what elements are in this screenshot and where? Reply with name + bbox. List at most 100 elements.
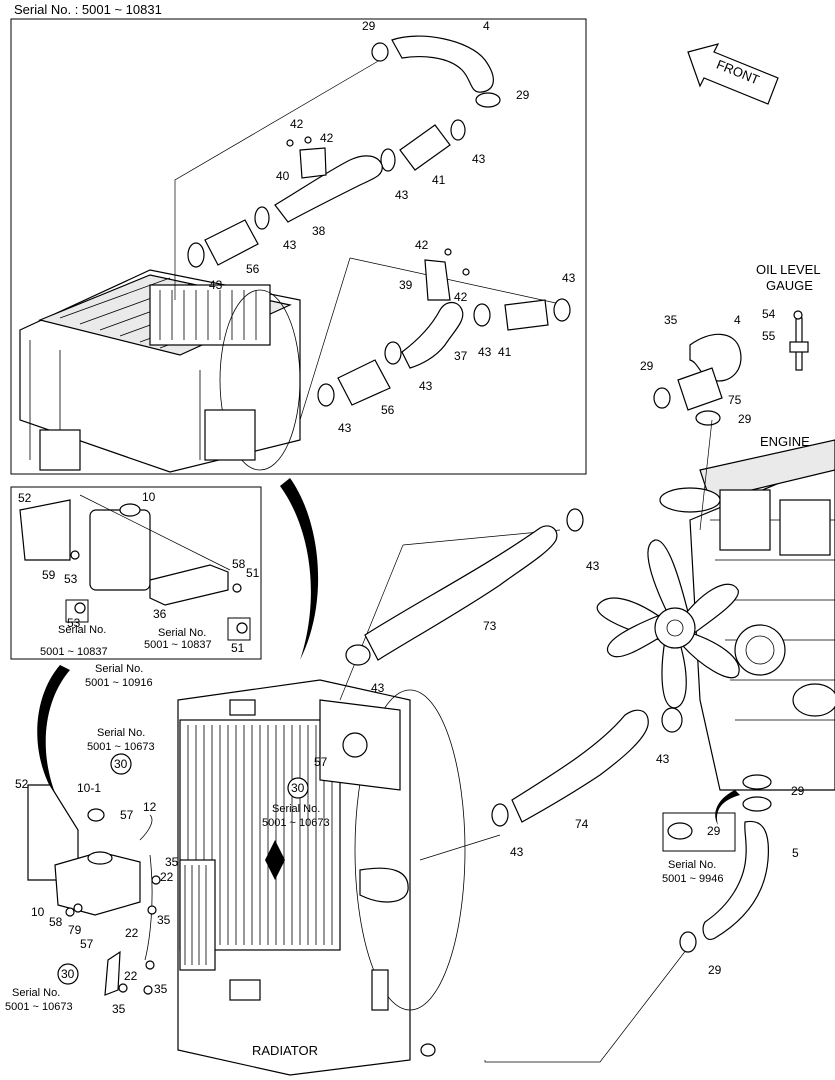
- serial-right-29-1: Serial No.: [668, 859, 716, 871]
- swoop-arrow-left: [37, 665, 70, 800]
- clamp-43-hose74-bottom: [491, 803, 509, 827]
- clamp-29-right: [475, 92, 501, 108]
- leader-top-b: [299, 257, 566, 421]
- part-label-p79: 79: [68, 923, 82, 937]
- serial-inset-53-2: 5001 ~ 10837: [40, 646, 108, 658]
- clamp-43-far: [553, 298, 571, 322]
- serial-notes: Serial No. 5001 ~ 10837 Serial No. 5001 …: [5, 624, 723, 1013]
- part-label-p53b: 53: [67, 616, 81, 630]
- part-label-p5: 5: [792, 846, 799, 860]
- clamp-43-hose74-top: [661, 707, 683, 733]
- part-label-p12: 12: [143, 800, 157, 814]
- part-label-p29c: 29: [640, 359, 654, 373]
- part-label-p10b: 10: [31, 905, 45, 919]
- hose-74: [511, 709, 649, 823]
- serial-left-30-bottom-1: Serial No.: [12, 987, 60, 999]
- clamp-29-top: [371, 42, 389, 62]
- oil-level-label-2: GAUGE: [766, 278, 813, 293]
- serial-tank-top-1: Serial No.: [95, 663, 143, 675]
- part-label-p58b: 58: [49, 915, 63, 929]
- serial-tank-top-2: 5001 ~ 10916: [85, 677, 153, 689]
- serial-left-30-top-2: 5001 ~ 10673: [87, 741, 155, 753]
- part-label-p43i: 43: [586, 559, 600, 573]
- part-label-p22a: 22: [160, 870, 174, 884]
- part-label-p43a: 43: [472, 152, 486, 166]
- part-label-p55: 55: [762, 329, 776, 343]
- serial-inset-51-1: Serial No.: [158, 627, 206, 639]
- clamp-43-upper: [254, 206, 270, 230]
- clamp-43-bottom: [317, 383, 335, 407]
- header-serial-range: Serial No. : 5001 ~ 10831: [14, 2, 162, 17]
- clamp-43-hose73-top: [566, 508, 584, 532]
- mid-inset-frame: [10, 486, 262, 660]
- cooling-fan: [596, 539, 740, 709]
- pipe-56-mid: [337, 359, 391, 406]
- clamp-29-upper: [742, 774, 772, 790]
- clamp-43-top-mid: [380, 148, 396, 172]
- serial-inset-51-2: 5001 ~ 10837: [144, 639, 212, 651]
- part-label-p59: 59: [42, 568, 56, 582]
- circled-ref-b: [57, 963, 79, 985]
- serial-left-30-bottom-2: 5001 ~ 10673: [5, 1001, 73, 1013]
- hose-73: [364, 525, 558, 661]
- part-label-p29a: 29: [362, 19, 376, 33]
- serial-center-30-2: 5001 ~ 10673: [262, 817, 330, 829]
- part-label-p43k: 43: [656, 752, 670, 766]
- serial-center-30-1: Serial No.: [272, 803, 320, 815]
- part-label-p35a: 35: [664, 313, 678, 327]
- part-label-p36: 36: [153, 607, 167, 621]
- pipe-56-top: [204, 219, 259, 266]
- serial-right-29-2: 5001 ~ 9946: [662, 873, 723, 885]
- part-label-p29f: 29: [707, 824, 721, 838]
- part-label-p56b: 56: [381, 403, 395, 417]
- part-label-p51b: 51: [231, 641, 245, 655]
- part-label-p43d: 43: [209, 278, 223, 292]
- oil-level-gauge: [789, 310, 809, 371]
- part-label-p53a: 53: [64, 572, 78, 586]
- leader-bottom: [419, 834, 691, 1063]
- part-label-p35d: 35: [154, 982, 168, 996]
- pipe-41-mid: [504, 299, 549, 331]
- part-label-p41b: 41: [498, 345, 512, 359]
- front-arrow: FRONT: [687, 43, 779, 105]
- part-label-p75: 75: [728, 393, 742, 407]
- part-label-p43f: 43: [478, 345, 492, 359]
- clamp-43-mid: [473, 303, 491, 327]
- part-label-p43b: 43: [395, 188, 409, 202]
- top-inset-frame: [10, 18, 587, 475]
- part-label-p29g: 29: [708, 963, 722, 977]
- part-label-p4b: 4: [734, 313, 741, 327]
- part-label-p4a: 4: [483, 19, 490, 33]
- part-label-p43h: 43: [338, 421, 352, 435]
- part-label-p74: 74: [575, 817, 589, 831]
- part-label-p29d: 29: [738, 412, 752, 426]
- part-label-p73: 73: [483, 619, 497, 633]
- serial-left-30-top-1: Serial No.: [97, 727, 145, 739]
- swoop-arrow-right: [280, 478, 319, 660]
- part-label-p35e: 35: [112, 1002, 126, 1016]
- part-label-p52a: 52: [18, 491, 32, 505]
- part-label-p22b: 22: [125, 926, 139, 940]
- part-label-p42c: 42: [415, 238, 429, 252]
- part-label-p51a: 51: [246, 566, 260, 580]
- hose-4-top: [391, 35, 494, 93]
- part-label-p29b: 29: [516, 88, 530, 102]
- clamp-43-low: [384, 341, 402, 365]
- hose-37: [401, 301, 464, 369]
- serial-box-right: [662, 812, 736, 852]
- main-radiator: [177, 679, 466, 1076]
- inset-box-53: [65, 599, 89, 623]
- expansion-tank-main: [27, 784, 161, 996]
- clamp-43-left: [187, 242, 205, 268]
- part-label-p38: 38: [312, 224, 326, 238]
- inset-box-51: [227, 617, 251, 641]
- bracket-40: [299, 147, 327, 179]
- pipe-41-top: [399, 124, 451, 171]
- hose-38: [274, 155, 383, 223]
- part-label-p35c: 35: [157, 913, 171, 927]
- part-label-p57c: 57: [80, 937, 94, 951]
- part-label-p40: 40: [276, 169, 290, 183]
- hose-5: [702, 820, 770, 940]
- part-label-p43e: 43: [562, 271, 576, 285]
- part-label-p42d: 42: [454, 290, 468, 304]
